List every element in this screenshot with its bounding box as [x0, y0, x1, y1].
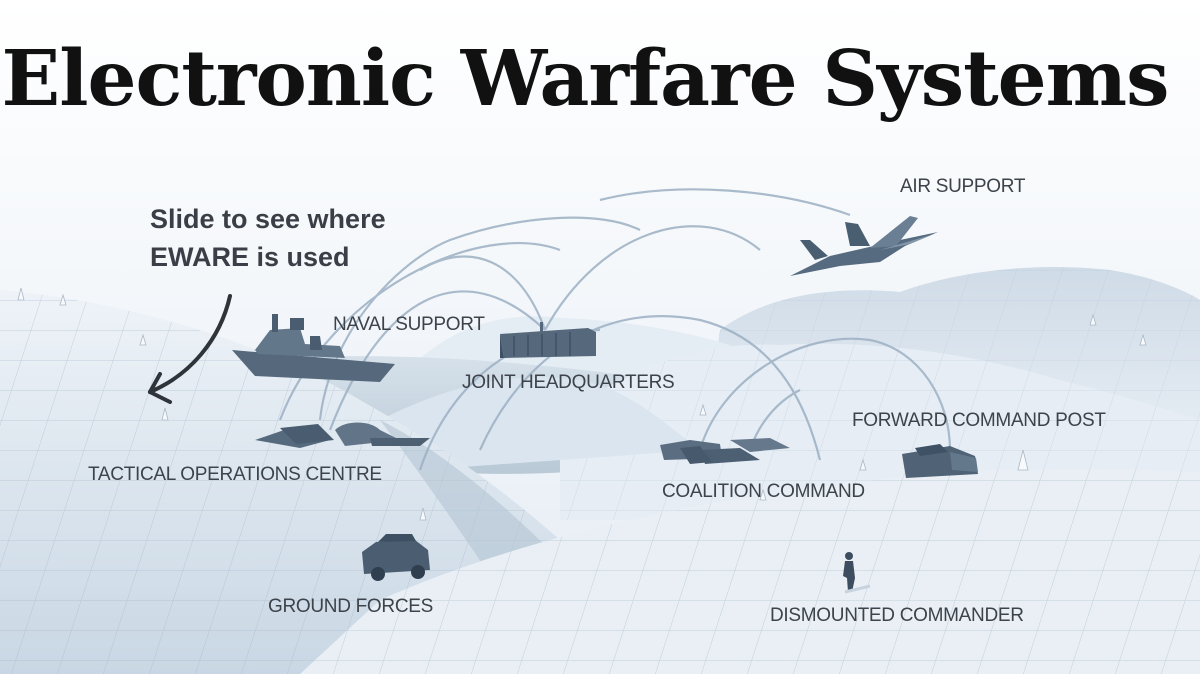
label-forward-command-post[interactable]: FORWARD COMMAND POST [852, 410, 1106, 431]
label-dismounted-commander[interactable]: DISMOUNTED COMMANDER [770, 605, 1024, 626]
fighter-jet-icon[interactable] [790, 216, 938, 276]
label-ground-forces[interactable]: GROUND FORCES [268, 596, 433, 617]
label-air-support[interactable]: AIR SUPPORT [900, 176, 1026, 197]
label-coalition-command[interactable]: COALITION COMMAND [662, 481, 865, 502]
page-title: Electronic Warfare Systems [1, 34, 1170, 124]
communication-links [278, 188, 952, 471]
armoured-vehicle-icon[interactable] [362, 534, 430, 581]
label-joint-headquarters[interactable]: JOINT HEADQUARTERS [462, 372, 675, 393]
command-post-vehicle-icon[interactable] [902, 444, 978, 478]
slide-hint-line-1: Slide to see where [150, 204, 386, 234]
terrain-markers [17, 287, 1147, 521]
label-naval-support[interactable]: NAVAL SUPPORT [333, 314, 485, 335]
slide-hint: Slide to see where EWARE is used [150, 200, 386, 276]
coalition-command-tents-icon[interactable] [660, 438, 790, 464]
label-tactical-operations-centre[interactable]: TACTICAL OPERATIONS CENTRE [88, 464, 382, 485]
tactical-operations-tents-icon[interactable] [255, 422, 430, 449]
soldier-icon[interactable] [843, 552, 871, 594]
slide-hint-line-2: EWARE is used [150, 242, 350, 272]
warship-icon[interactable] [232, 314, 395, 382]
middle-hill-center [380, 377, 700, 470]
headquarters-building-icon[interactable] [500, 322, 596, 358]
curved-arrow-icon [148, 294, 232, 404]
